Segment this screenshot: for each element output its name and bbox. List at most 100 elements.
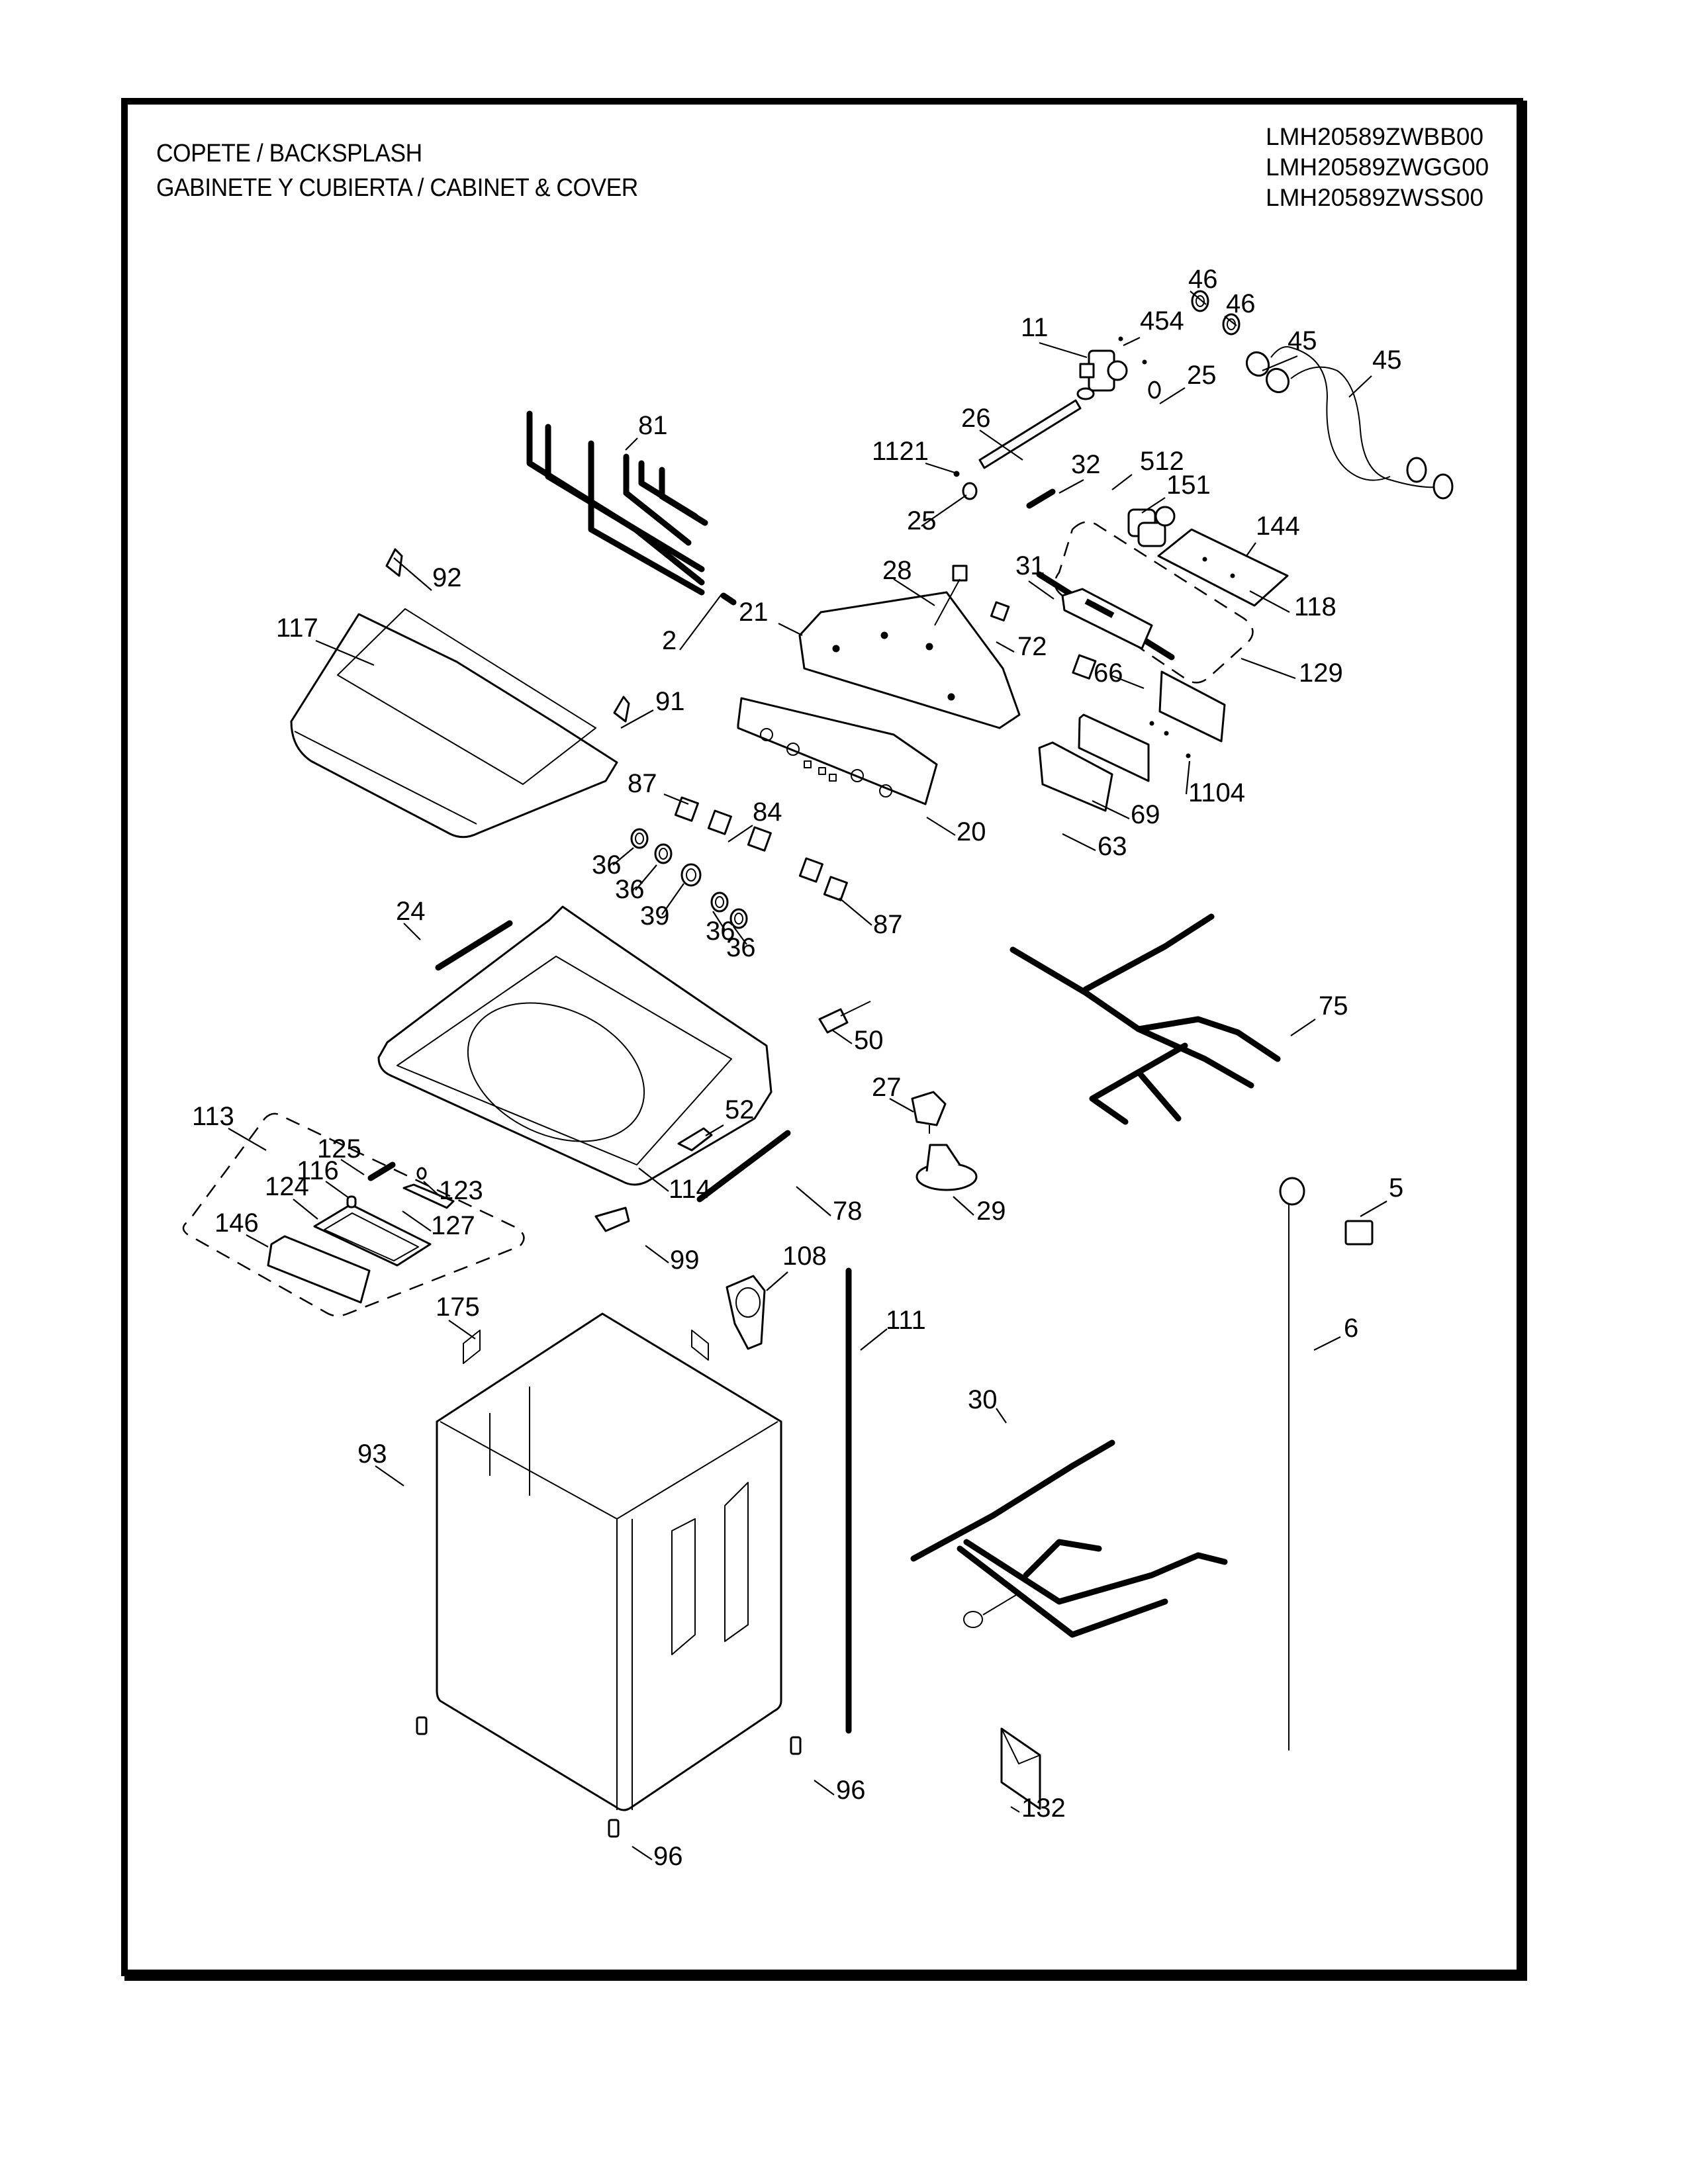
callout-leader-512: [1111, 474, 1133, 490]
callout-label-inlet-hose-1: 45: [1288, 326, 1317, 355]
callout-label-inlet-hose-2: 45: [1372, 345, 1402, 375]
callout-label-knob: 36: [615, 875, 645, 904]
screw: [1186, 753, 1191, 758]
callout-label-lid-switch: 50: [854, 1026, 884, 1055]
callout-label-main-pcb: 69: [1131, 800, 1160, 829]
callout-label-backsplash: 21: [739, 598, 769, 627]
callout-leader-144: [1246, 542, 1256, 557]
callout-label-sensor: 28: [882, 556, 912, 585]
screw: [1149, 721, 1154, 726]
callout-label-lid-assembly: 117: [276, 614, 318, 643]
water-tube: [978, 399, 1082, 469]
pin: [367, 1161, 396, 1181]
callout-leader-125: [340, 1159, 365, 1175]
knob-switch-right: [798, 654, 1097, 901]
connector: [990, 601, 1010, 622]
sensor: [934, 565, 968, 626]
cap: [346, 1195, 357, 1208]
callout-leader-132: [1010, 1806, 1020, 1813]
callout-leader-36: [635, 864, 657, 891]
callout-label-knob: 36: [706, 917, 735, 946]
callout-leader-30: [996, 1408, 1007, 1424]
callout-label-control-panel-overlay: 20: [957, 817, 986, 846]
lower-wire-harness: [910, 1439, 1228, 1638]
callout-leader-72: [996, 641, 1015, 653]
callout-label-knob-large: 39: [640, 901, 670, 931]
callout-label-hose-washer-upper: 46: [1188, 265, 1218, 294]
callout-label-lower-wire-harness: 30: [968, 1385, 998, 1414]
callout-label-knob: 36: [726, 933, 756, 962]
backsplash: [798, 591, 1021, 729]
title-backsplash: COPETE / BACKSPLASH: [156, 140, 422, 167]
callout-leader-46: [1190, 291, 1207, 305]
callout-label-bracket-plate: 144: [1256, 512, 1300, 541]
callout-leader-28: [893, 578, 935, 606]
callout-leader-36: [612, 847, 634, 866]
hinge-right: [613, 696, 630, 723]
callout-label-hinge-right: 91: [655, 687, 685, 716]
callout-leader-26: [979, 430, 1023, 461]
main-wire-harness: [1009, 913, 1281, 1125]
model-number: LMH20589ZWGG00: [1266, 154, 1489, 181]
callout-label-hinge-left: 92: [432, 563, 462, 592]
model-number: LMH20589ZWSS00: [1266, 184, 1484, 211]
callout-leader-114: [638, 1167, 669, 1192]
callout-leader-52: [705, 1124, 724, 1136]
power-cord: [1279, 1177, 1305, 1751]
callout-label-slider: 127: [431, 1211, 475, 1240]
knob-switch-left: [674, 796, 732, 835]
connector-block: [1344, 1220, 1374, 1246]
callout-leader-151: [1141, 497, 1166, 514]
callout-label-cabinet: 93: [357, 1439, 387, 1469]
damper-rod: [696, 1130, 791, 1203]
callout-leader-99: [645, 1245, 669, 1263]
callout-leader-87: [663, 793, 689, 805]
callout-leader-25: [1159, 387, 1186, 404]
callout-label-pcb-bracket: 66: [1094, 659, 1123, 688]
callout-leader-127: [402, 1210, 432, 1232]
label: [691, 1330, 709, 1361]
callout-label-valve-assembly: 151: [1166, 471, 1211, 500]
valve-kit-outline: [1054, 521, 1254, 684]
valve-assembly: [1127, 506, 1176, 547]
callout-label-drawer-front: 146: [214, 1208, 259, 1238]
callout-label-drain-rod: 111: [886, 1306, 926, 1335]
spring: [1026, 488, 1056, 509]
callout-label-pcb-case: 63: [1098, 832, 1127, 861]
callout-leader-5: [1360, 1201, 1387, 1217]
lock-switch: [594, 1206, 630, 1232]
callout-leader-87: [839, 897, 872, 926]
callout-label-connector-block: 5: [1389, 1173, 1403, 1203]
callout-label-dispenser-drawer: 124: [265, 1172, 309, 1201]
hose-clamp-upper: [1148, 381, 1161, 399]
callout-leader-1104: [1185, 760, 1191, 795]
callout-label-dispenser-kit: 113: [192, 1102, 234, 1131]
switch: [747, 826, 772, 852]
callout-label-water-tube: 26: [961, 404, 991, 433]
callout-label-hose-clamp-upper: 25: [1187, 361, 1217, 390]
knob: [729, 908, 748, 929]
callout-leader-69: [1092, 800, 1130, 819]
knob: [630, 828, 649, 849]
slider: [402, 1183, 455, 1209]
title-cabinet-cover: GABINETE Y CUBIERTA / CABINET & COVER: [156, 174, 638, 202]
callout-leader-39: [661, 883, 684, 915]
screw: [953, 471, 960, 477]
callout-label-display-cover: 31: [1015, 551, 1045, 580]
callout-label-manual: 132: [1021, 1794, 1066, 1823]
callout-label-power-cord: 6: [1344, 1314, 1358, 1343]
callout-leader-96: [632, 1846, 653, 1860]
callout-label-top-cover: 114: [669, 1175, 711, 1204]
callout-leader-108: [766, 1271, 788, 1291]
callout-leader-129: [1241, 657, 1296, 680]
callout-leader-1121: [925, 462, 955, 474]
lid-switch-wire: [435, 920, 513, 971]
callout-leader-25: [921, 494, 967, 527]
callout-label-pump-cover: 108: [782, 1242, 827, 1271]
callout-leader-66: [1109, 674, 1145, 690]
control-panel-overlay: [737, 697, 938, 805]
diagram-frame: [121, 98, 1523, 1976]
callout-label-screw: 1121: [872, 437, 929, 466]
callout-label-knob: 36: [592, 850, 622, 880]
